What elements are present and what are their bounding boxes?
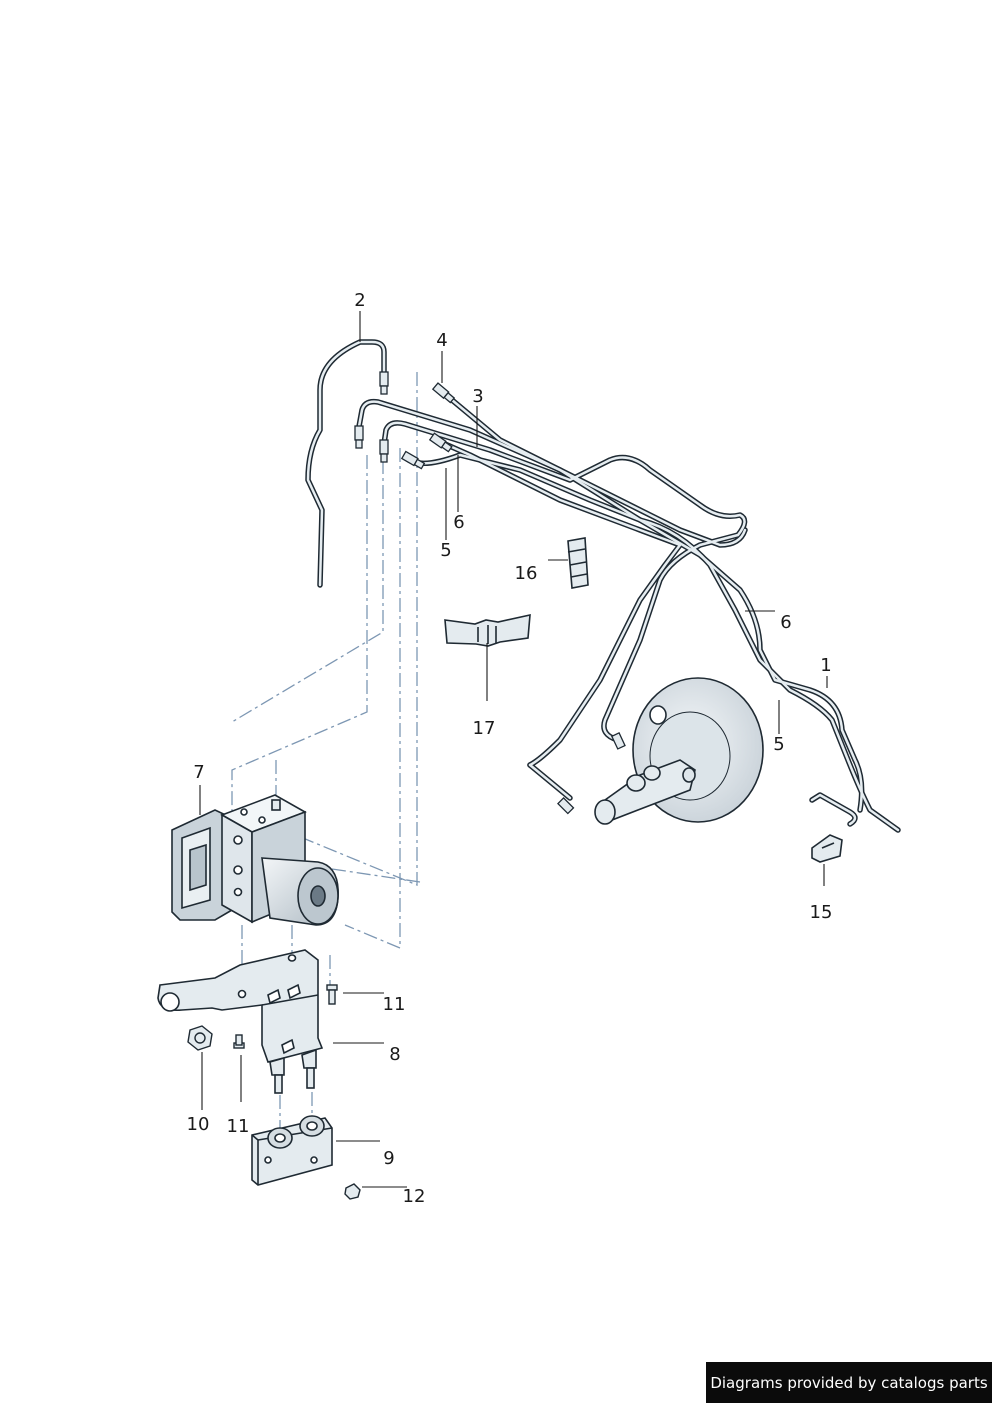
callout-1[interactable]: 1 bbox=[820, 655, 832, 676]
fitting-nut-c bbox=[379, 439, 389, 463]
fitting-nut-f bbox=[400, 450, 426, 470]
fitting-nut-h bbox=[557, 797, 575, 815]
fitting-nut-a bbox=[379, 371, 389, 395]
callout-17[interactable]: 17 bbox=[472, 718, 496, 739]
callout-5-upper[interactable]: 5 bbox=[440, 540, 452, 561]
callout-15[interactable]: 15 bbox=[809, 902, 833, 923]
callout-6-upper[interactable]: 6 bbox=[453, 512, 465, 533]
pipe-bracket-17 bbox=[444, 613, 531, 647]
callout-11-lower[interactable]: 11 bbox=[226, 1116, 250, 1137]
pipe-clip-15 bbox=[811, 834, 843, 863]
brake-lines bbox=[305, 339, 901, 833]
callout-7[interactable]: 7 bbox=[193, 762, 205, 783]
fitting-nut-d bbox=[431, 382, 456, 404]
fitting-nut-b bbox=[354, 425, 364, 449]
brake-booster bbox=[594, 677, 764, 825]
leader-lines bbox=[199, 311, 828, 1188]
nut-12 bbox=[344, 1183, 361, 1200]
bolt-11-upper bbox=[326, 984, 338, 1005]
callout-2[interactable]: 2 bbox=[354, 290, 366, 311]
callout-11-right[interactable]: 11 bbox=[382, 994, 406, 1015]
pipe-clip-16 bbox=[567, 537, 589, 589]
lower-bracket bbox=[251, 1115, 333, 1186]
callout-3[interactable]: 3 bbox=[472, 386, 484, 407]
fitting-nut-g bbox=[610, 732, 626, 750]
callout-9[interactable]: 9 bbox=[383, 1148, 395, 1169]
guide-lines bbox=[231, 372, 421, 1135]
bolt-11-lower bbox=[233, 1034, 245, 1049]
callout-16[interactable]: 16 bbox=[514, 563, 538, 584]
callout-12[interactable]: 12 bbox=[402, 1186, 426, 1207]
callout-4[interactable]: 4 bbox=[436, 330, 448, 351]
pipe-fittings bbox=[354, 371, 626, 815]
callout-5-right[interactable]: 5 bbox=[773, 734, 785, 755]
fasteners bbox=[187, 984, 361, 1200]
callout-6-right[interactable]: 6 bbox=[780, 612, 792, 633]
bolt-10 bbox=[187, 1025, 213, 1051]
mounting-bracket bbox=[157, 949, 324, 1094]
callout-8[interactable]: 8 bbox=[389, 1044, 401, 1065]
catalog-credit-text: Diagrams provided by catalogs parts bbox=[710, 1373, 988, 1392]
fitting-nut-e bbox=[428, 432, 453, 453]
callout-10[interactable]: 10 bbox=[186, 1114, 210, 1135]
abs-hydraulic-unit bbox=[171, 794, 339, 926]
catalog-credit-banner: Diagrams provided by catalogs parts bbox=[706, 1362, 992, 1403]
